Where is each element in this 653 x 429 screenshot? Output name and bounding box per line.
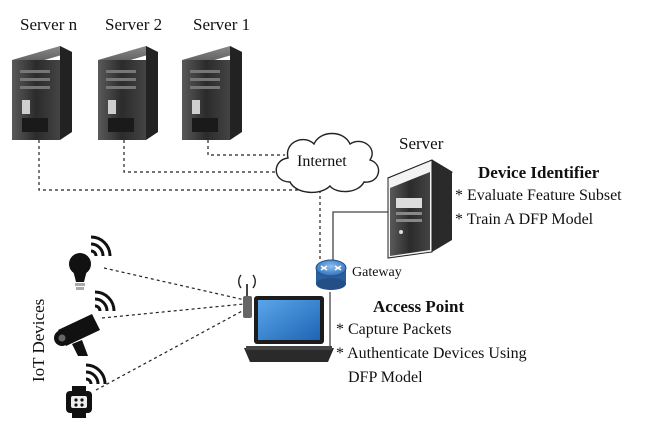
device-identifier-item: * Train A DFP Model [455, 211, 594, 228]
server-label: Server [399, 134, 444, 153]
gateway-router-icon [315, 259, 347, 290]
link-gateway-server [332, 211, 388, 263]
laptop-icon [244, 296, 334, 362]
camera-icon [54, 314, 100, 356]
internet-label: Internet [297, 153, 347, 170]
server-2-icon [98, 46, 158, 140]
bulb-icon [69, 253, 91, 290]
access-point-item: DFP Model [348, 369, 423, 386]
device-identifier-title: Device Identifier [478, 163, 600, 182]
link-server-1 [207, 140, 285, 156]
iot-devices-label: IoT Devices [29, 298, 48, 382]
access-point-item: * Authenticate Devices Using [336, 345, 527, 362]
link-watch [95, 309, 245, 391]
cloud-icon [275, 132, 380, 193]
wifi-icon [90, 235, 112, 257]
link-bulb [103, 267, 246, 301]
solid-links [329, 211, 388, 348]
antenna-icon [238, 274, 256, 318]
server-n-label: Server n [20, 15, 78, 34]
access-point-title: Access Point [373, 297, 465, 316]
device-identifier-item: * Evaluate Feature Subset [455, 187, 622, 204]
smartwatch-icon [66, 386, 92, 418]
server-n-icon [12, 46, 72, 140]
dashed-links [38, 140, 321, 391]
server-1-label: Server 1 [193, 15, 251, 34]
gateway-label: Gateway [352, 265, 402, 280]
access-point-item: * Capture Packets [336, 321, 452, 338]
wifi-icon [94, 290, 116, 312]
server-1-icon [182, 46, 242, 140]
link-camera [101, 303, 245, 319]
link-server-n [38, 140, 300, 191]
device-identifier-server-icon [386, 159, 454, 259]
wifi-icon [85, 363, 107, 385]
server-2-label: Server 2 [105, 15, 163, 34]
link-server-2 [123, 140, 290, 173]
